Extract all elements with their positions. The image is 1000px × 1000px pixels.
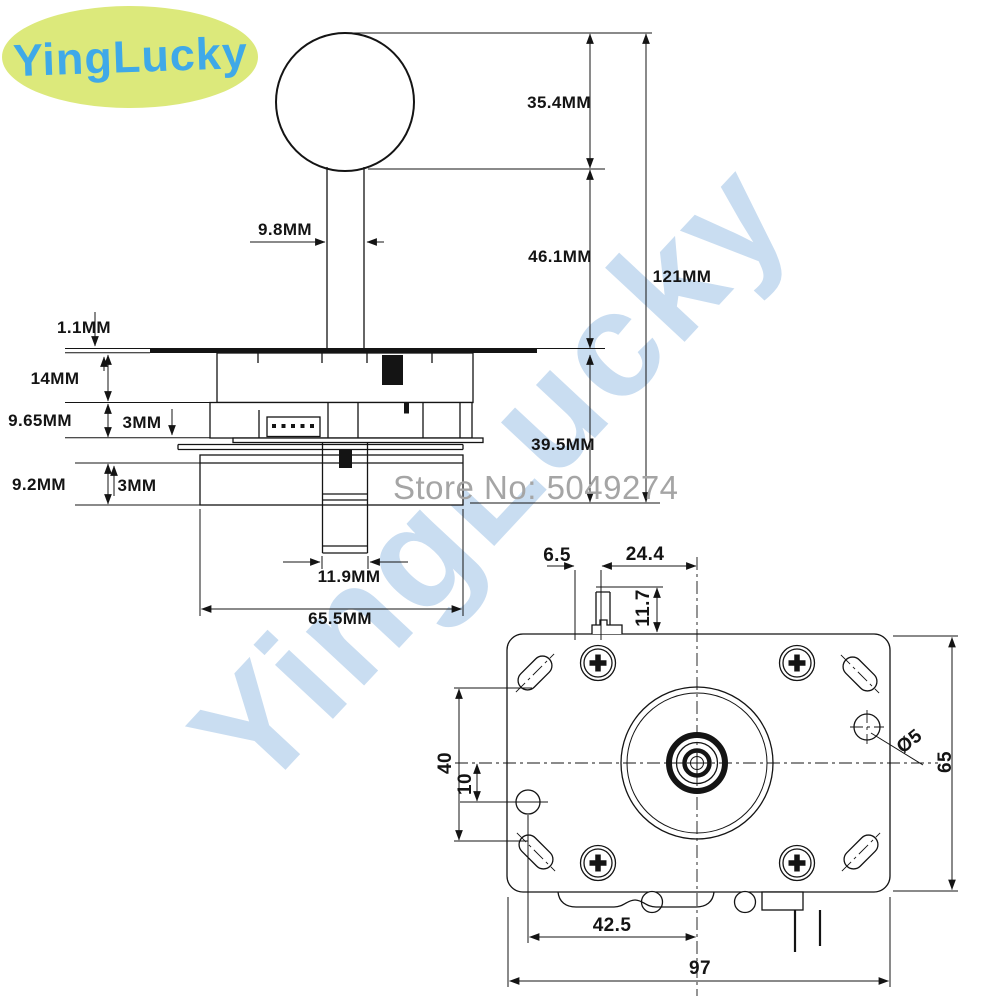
dim-hole-offset: 10 [455,773,476,795]
phillips-screw [579,844,617,882]
phillips-screw [778,644,816,682]
ball-top [275,32,415,172]
dim-slot-span: 40 [435,752,456,774]
dim-plate-height: 65 [935,751,956,773]
top-view-dimensions [454,562,958,987]
mounting-slot [515,653,555,693]
dim-housing-width: 65.5MM [308,609,372,628]
connector-tab [591,619,623,634]
pivot-hub [620,686,774,840]
dim-gap-top: 3MM [122,413,162,432]
dim-body-height: 14MM [30,369,80,388]
dim-below-plate: 39.5MM [531,435,595,454]
side-view-dimensions [65,32,660,616]
store-number-watermark: Store No: 5049274 [393,469,679,506]
dim-gap-bottom: 3MM [117,476,157,495]
dim-tab-offset: 6.5 [543,545,571,566]
joystick-shaft [326,167,365,350]
dim-shaft-exposed: 46.1MM [528,247,592,266]
dim-hole-to-center: 42.5 [592,915,632,936]
dim-ball-height: 35.4MM [527,93,591,112]
pivot-block [382,355,403,385]
dim-plate-thickness: 1.1MM [57,318,111,337]
base-bar [232,437,484,444]
switch-section [209,401,473,439]
dim-total-height: 121MM [652,267,712,286]
shaft-actuator [321,443,369,554]
microswitch [557,890,822,952]
dim-switch-height: 9.65MM [8,411,72,430]
mounting-slot [841,832,881,872]
joystick-side-view [65,32,660,616]
e-ring [339,449,352,468]
terminal-pins [793,910,822,952]
dust-cover-plate [150,348,537,353]
dim-plate-width: 97 [689,958,711,979]
dim-shaft-diameter: 9.8MM [258,220,312,239]
phillips-screw [778,844,816,882]
phillips-screw [579,644,617,682]
dim-tab-height: 11.7 [633,589,654,627]
flat-washer [177,443,464,451]
dim-tab-to-center: 24.4 [625,544,665,565]
dim-housing-height: 9.2MM [12,475,66,494]
connector-tongue [595,591,611,625]
diameter-5-hole [850,710,924,766]
dim-actuator-width: 11.9MM [317,567,381,586]
joystick-body [216,352,474,404]
brand-logo: YingLucky [2,6,258,108]
joystick-top-view [454,557,958,996]
